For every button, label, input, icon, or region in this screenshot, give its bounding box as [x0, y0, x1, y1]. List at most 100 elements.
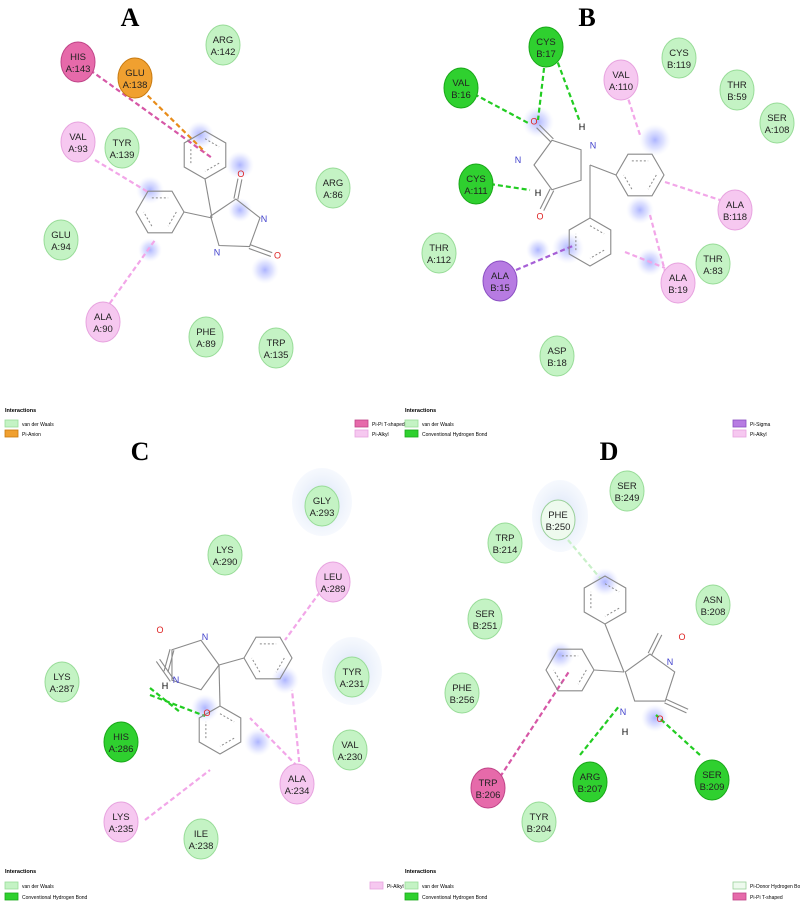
residue-disc [104, 127, 140, 169]
carbonyl-bond [543, 190, 555, 211]
residue-chain-number: A:286 [109, 744, 134, 755]
legend-label: Conventional Hydrogen Bond [422, 432, 488, 438]
residue-name: TRP [496, 533, 515, 544]
residue-name: PHE [452, 683, 472, 694]
residue-name: ALA [288, 774, 307, 785]
legend-item: Pi-Alkyl [732, 429, 767, 438]
residue-name: LEU [324, 572, 343, 583]
hydantoin-ring [533, 139, 582, 191]
aromatic-bond [553, 669, 563, 685]
residue-name: ASP [547, 346, 566, 357]
carbonyl-bond [155, 661, 171, 682]
residue-name: LYS [53, 672, 70, 683]
residue-chain-number: B:17 [536, 49, 556, 60]
residue-disc [695, 584, 731, 626]
legend-title: Interactions [5, 869, 36, 875]
phenyl-ring [615, 153, 665, 197]
ring-bonds [568, 217, 612, 267]
legend-label: Pi-Alkyl [387, 884, 404, 890]
atom-label-n1: N [261, 214, 268, 224]
residue-chain-number: A:290 [213, 557, 238, 568]
residue-chain-number: A:289 [321, 584, 346, 595]
atom-label-n2: N [515, 155, 522, 165]
residue-disc [661, 37, 697, 79]
pi-alkyl-contact [648, 214, 668, 276]
residue-chain-number: A:108 [765, 125, 790, 136]
pi-sigma-contact [515, 243, 576, 272]
legend-swatch [732, 892, 747, 901]
legend-swatch [354, 429, 369, 438]
ligand-bond [589, 164, 617, 176]
panel-label: D [600, 437, 619, 466]
atom-label-o2: O [536, 212, 543, 222]
aromatic-bond [604, 607, 620, 617]
residue-name: CYS [536, 37, 556, 48]
residue-name: TRP [267, 338, 286, 349]
legend-swatch [4, 892, 19, 901]
legend-swatch [4, 881, 19, 890]
legend-label: van der Waals [22, 422, 54, 428]
ring-bonds [135, 190, 185, 234]
residue-chain-number: B:214 [493, 545, 518, 556]
residue-disc [458, 163, 494, 205]
residue-disc [103, 801, 139, 843]
solvent-glow [226, 151, 254, 179]
legend-swatch [732, 429, 747, 438]
residue-chain-number: A:235 [109, 824, 134, 835]
residue-chain-number: B:19 [668, 285, 688, 296]
residue-disc [759, 102, 795, 144]
legend-swatch [354, 419, 369, 428]
legend-item: Pi-Pi T-shaped [732, 892, 783, 901]
residue-disc [717, 189, 753, 231]
ligand-bond [651, 634, 663, 656]
residue-name: ALA [669, 273, 688, 284]
residue-name: ASN [703, 595, 723, 606]
residue-chain-number: A:111 [464, 186, 487, 197]
residue-name: ILE [194, 829, 208, 840]
atom-label-h1: H [579, 122, 586, 132]
ligand-bond [664, 702, 687, 714]
residue-disc [188, 316, 224, 358]
atom-label-h1: H [622, 727, 629, 737]
atom-label-n1: N [667, 657, 674, 667]
residue-chain-number: A:86 [323, 190, 343, 201]
residue-chain-number: B:119 [667, 60, 691, 71]
residue-name: ARG [580, 772, 601, 783]
residue-disc [207, 534, 243, 576]
atom-label-n2: N [214, 247, 221, 257]
aromatic-bond [204, 138, 220, 148]
aromatic-bond [275, 657, 285, 673]
residue-name: VAL [612, 70, 629, 81]
residue-disc [694, 759, 730, 801]
solvent-glow [522, 106, 554, 138]
residue-disc [695, 243, 731, 285]
residue-name: ARG [213, 35, 234, 46]
pi-donor-hydrogen-bond [567, 539, 601, 579]
residue-name: CYS [669, 48, 689, 59]
residue-name: THR [727, 80, 747, 91]
residue-disc [60, 41, 96, 83]
pi-alkyl-contact [94, 159, 149, 193]
ligand-bond [183, 211, 213, 219]
residue-chain-number: B:204 [527, 824, 552, 835]
legend-swatch [4, 419, 19, 428]
ligand-bond [248, 247, 272, 257]
legend-label: Pi-Alkyl [750, 432, 767, 438]
residue-chain-number: B:207 [578, 784, 603, 795]
atom-label-n1: N [590, 141, 597, 151]
